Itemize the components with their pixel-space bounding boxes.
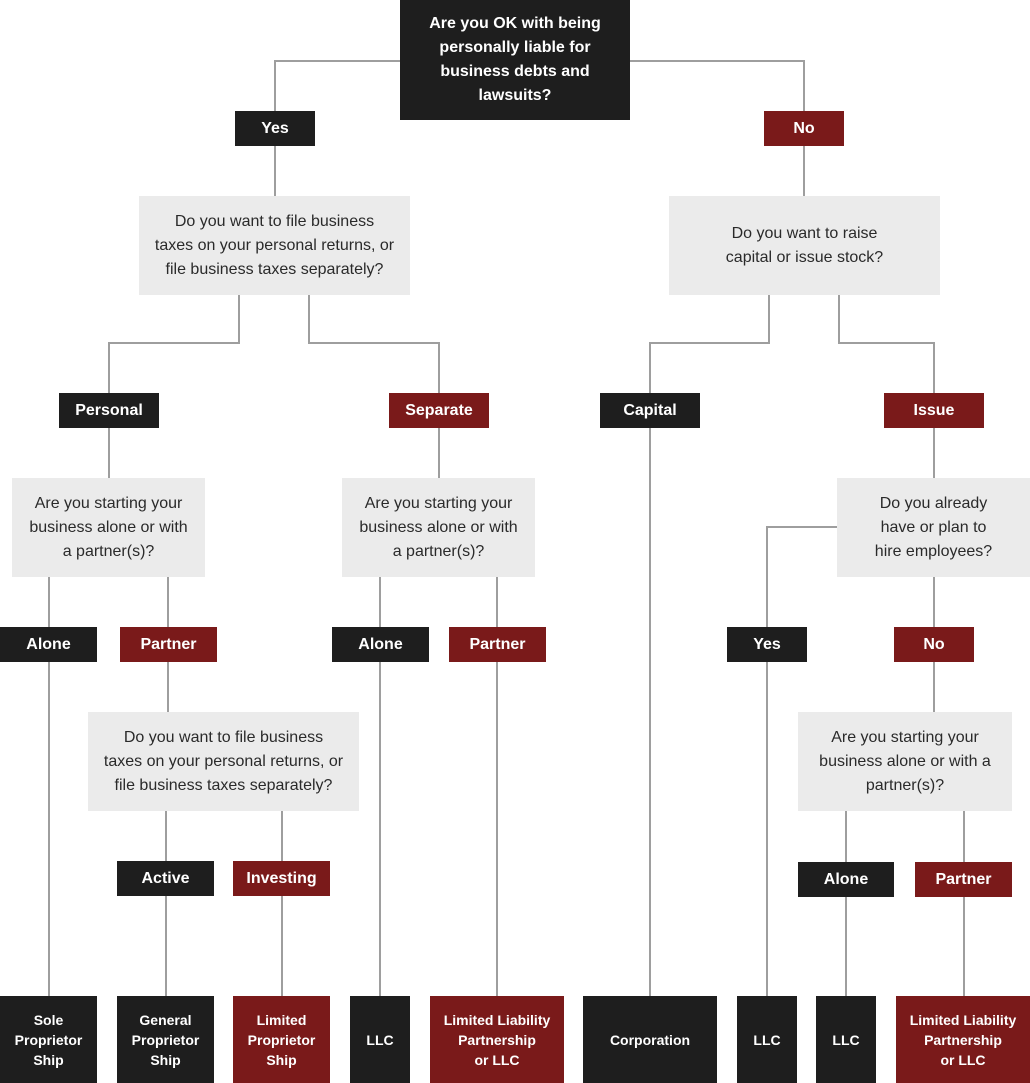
outcome-llc-no-employees-alone: LLC [816, 996, 876, 1083]
outcome-limited-proprietorship: Limited Proprietor Ship [233, 996, 330, 1083]
outcome-llp-or-llc-separate: Limited Liability Partnership or LLC [430, 996, 564, 1083]
yes-label: Yes [235, 111, 315, 146]
employees-no-label: No [894, 627, 974, 662]
employees-question: Do you already have or plan to hire empl… [837, 478, 1030, 577]
outcome-corporation: Corporation [583, 996, 717, 1083]
separate-partner-question: Are you starting your business alone or … [342, 478, 535, 577]
raise-capital-question: Do you want to raise capital or issue st… [669, 196, 940, 295]
connector-q2-issue [838, 295, 935, 393]
employees-yes-label: Yes [727, 627, 807, 662]
outcome-llc-separate-alone: LLC [350, 996, 410, 1083]
no-employees-partner-question: Are you starting your business alone or … [798, 712, 1012, 811]
no-label: No [764, 111, 844, 146]
personal-label: Personal [59, 393, 159, 428]
outcome-general-proprietorship: General Proprietor Ship [117, 996, 214, 1083]
personal-alone-label: Alone [0, 627, 97, 662]
outcome-llp-or-llc-no-employees: Limited Liability Partnership or LLC [896, 996, 1030, 1083]
partner-tax-question: Do you want to file business taxes on yo… [88, 712, 359, 811]
connector-q5-yes [766, 526, 837, 627]
connector-root-no [630, 60, 805, 111]
separate-label: Separate [389, 393, 489, 428]
capital-label: Capital [600, 393, 700, 428]
personal-partner-label: Partner [120, 627, 217, 662]
no-employees-partner-label: Partner [915, 862, 1012, 897]
issue-label: Issue [884, 393, 984, 428]
tax-filing-question: Do you want to file business taxes on yo… [139, 196, 410, 295]
connector-q1-separate [308, 295, 440, 393]
outcome-sole-proprietorship: Sole Proprietor Ship [0, 996, 97, 1083]
outcome-llc-employees: LLC [737, 996, 797, 1083]
root-question: Are you OK with being personally liable … [400, 0, 630, 120]
personal-partner-question: Are you starting your business alone or … [12, 478, 205, 577]
active-label: Active [117, 861, 214, 896]
root-question-text: Are you OK with being personally liable … [429, 15, 601, 104]
connector-root-yes [274, 60, 400, 111]
connector-q2-capital [649, 295, 770, 393]
connector-q1-personal [108, 295, 240, 393]
separate-partner-label: Partner [449, 627, 546, 662]
separate-alone-label: Alone [332, 627, 429, 662]
investing-label: Investing [233, 861, 330, 896]
no-employees-alone-label: Alone [798, 862, 894, 897]
